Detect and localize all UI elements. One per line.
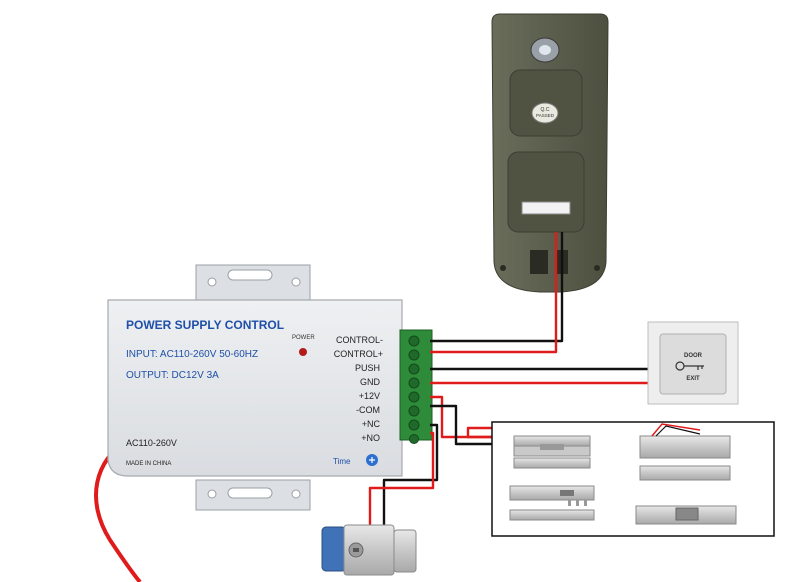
wire-12v [430, 395, 492, 439]
wires [368, 232, 648, 530]
terminal-label-push: PUSH [355, 363, 380, 373]
terminal-label-12v: +12V [359, 391, 380, 401]
power-led-label: POWER [292, 335, 315, 341]
qc-passed-text: PASSED [536, 113, 555, 118]
exit-button-door-text: DOOR [684, 353, 703, 359]
ac-voltage-label: AC110-260V [126, 438, 177, 448]
wire-com [430, 404, 492, 446]
psu-input-spec: INPUT: AC110-260V 50-60HZ [126, 349, 258, 360]
lock-options-panel [491, 421, 775, 537]
strike-plate [635, 505, 737, 525]
door-station-connector [521, 201, 571, 215]
exit-button: DOOR EXIT [647, 321, 739, 405]
bolt-lock [509, 485, 595, 521]
terminal-label-com: -COM [356, 405, 380, 415]
magnetic-lock [639, 423, 731, 481]
power-supply: POWER SUPPLY CONTROL INPUT: AC110-260V 5… [107, 299, 433, 477]
door-station: Q.C PASSED [491, 13, 609, 293]
wire-control-plus [430, 232, 558, 354]
electric-strike-lock [513, 435, 591, 469]
terminal-label-control-plus: CONTROL+ [334, 349, 383, 359]
qc-passed-sticker [531, 102, 559, 124]
qc-text: Q.C [541, 107, 550, 113]
wire-nc [382, 423, 439, 530]
terminal-labels: CONTROL- CONTROL+ PUSH GND +12V -COM +NC… [334, 335, 383, 443]
wire-no [368, 431, 435, 530]
power-led-icon [299, 348, 307, 356]
wire-control-minus [430, 232, 564, 343]
cabinet-lock [321, 524, 417, 576]
psu-title: POWER SUPPLY CONTROL [126, 318, 284, 332]
psu-output-spec: OUTPUT: DC12V 3A [126, 370, 219, 381]
terminal-label-gnd: GND [360, 377, 381, 387]
terminal-label-no: +NO [361, 433, 380, 443]
terminal-block [399, 329, 433, 444]
exit-button-exit-text: EXIT [686, 376, 700, 382]
time-label: Time [333, 457, 351, 466]
psu-mount [195, 264, 311, 511]
terminal-label-nc: +NC [362, 419, 381, 429]
made-in-label: MADE IN CHINA [126, 461, 171, 467]
terminal-label-control-minus: CONTROL- [336, 335, 383, 345]
key-icon [675, 361, 704, 371]
